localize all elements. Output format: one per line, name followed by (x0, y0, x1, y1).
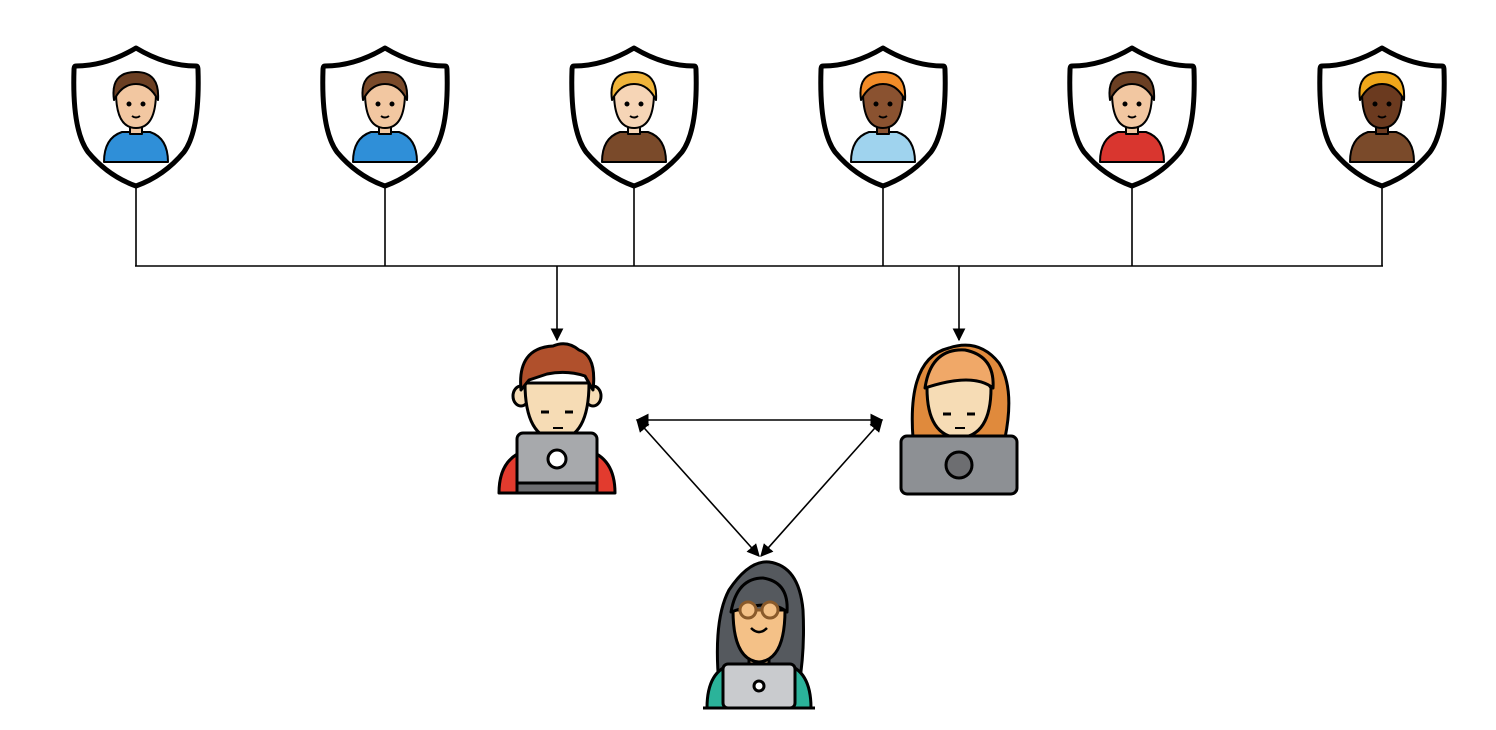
man-glasses-brown-vest-icon (601, 71, 667, 163)
man-beard-blue-shirt-icon (352, 71, 418, 163)
shield-user-5 (1067, 45, 1197, 189)
shield-user-1 (71, 45, 201, 189)
arrow-right-bottom (760, 419, 883, 557)
shield-user-6 (1317, 45, 1447, 189)
connectors (135, 188, 1383, 557)
woman-orange-hair-icon (850, 71, 916, 163)
shield-user-2 (320, 45, 450, 189)
arrow-left-bottom (636, 419, 760, 557)
woman-laptop-glasses-green-shirt-icon (703, 560, 815, 710)
analyst-left (497, 342, 617, 495)
woman-brown-hair-blue-blazer-icon (103, 71, 169, 163)
woman-laptop-orange-hair-icon (899, 343, 1019, 496)
woman-headwrap-icon (1349, 71, 1415, 163)
shield-user-3 (569, 45, 699, 189)
analyst-bottom (703, 560, 815, 710)
shield-user-4 (818, 45, 948, 189)
analyst-right (899, 343, 1019, 496)
protected-users (71, 45, 1447, 189)
bald-man-beard-glasses-icon (1099, 71, 1165, 163)
man-laptop-red-hoodie-icon (497, 342, 617, 495)
